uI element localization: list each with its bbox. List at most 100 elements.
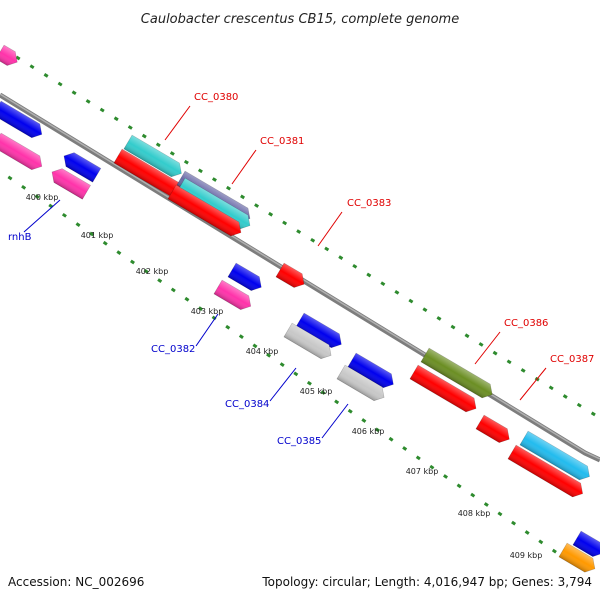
outer-tick	[183, 159, 189, 165]
topology-text: Topology: circular; Length: 4,016,947 bp…	[261, 575, 592, 589]
gene-labels: CC_0380CC_0381CC_0383CC_0386CC_0387rnhBC…	[8, 92, 594, 447]
gene-label-CC_0381: CC_0381	[260, 136, 304, 147]
outer-tick	[197, 168, 203, 174]
inner-tick	[7, 175, 13, 181]
gene-label-CC_0383: CC_0383	[347, 198, 391, 209]
feature-arrow-magenta	[51, 168, 91, 200]
inner-tick	[334, 399, 340, 405]
outer-tick	[43, 73, 49, 78]
inner-tick	[497, 511, 503, 517]
inner-tick	[456, 483, 462, 489]
outer-tick	[141, 133, 147, 139]
kbp-label: 405 kbp	[300, 387, 333, 396]
inner-tick	[75, 222, 81, 228]
inner-tick	[511, 520, 517, 526]
inner-tick	[415, 455, 421, 461]
outer-tick	[268, 211, 274, 217]
gene-label-leader	[164, 105, 191, 141]
inner-tick	[143, 268, 149, 274]
outer-tick	[352, 263, 358, 269]
feature-arrow-orange	[558, 542, 596, 573]
outer-tick	[296, 229, 302, 234]
outer-tick	[155, 142, 161, 148]
inner-tick	[361, 418, 367, 423]
gene-label-CC_0380: CC_0380	[194, 92, 238, 103]
outer-tick	[57, 81, 63, 87]
kbp-label: 402 kbp	[136, 267, 169, 276]
outer-tick	[29, 64, 35, 70]
outer-tick	[85, 99, 91, 104]
inner-tick	[320, 390, 326, 395]
feature-arrow-CC_0382	[213, 279, 252, 310]
kbp-label: 404 kbp	[246, 347, 279, 356]
outer-tick	[520, 368, 526, 373]
outer-tick	[492, 350, 498, 356]
inner-tick	[34, 194, 40, 200]
inner-tick	[388, 436, 394, 442]
outer-tick	[211, 177, 217, 182]
kbp-label: 401 kbp	[81, 231, 114, 240]
inner-tick	[61, 212, 67, 218]
feature-arrow-CC_0386	[420, 347, 493, 399]
inner-tick	[89, 231, 95, 237]
gene-label-leader	[195, 313, 219, 347]
feature-arrow-blue	[63, 152, 102, 183]
gene-label-CC_0382: CC_0382	[151, 344, 195, 355]
outer-tick	[113, 116, 119, 122]
outer-tick	[254, 203, 260, 208]
feature-arrow-blue	[0, 100, 43, 139]
feature-arrow-CC_0384	[283, 322, 332, 360]
kbp-label: 408 kbp	[458, 509, 491, 518]
inner-tick	[252, 343, 258, 349]
outer-tick	[394, 290, 400, 295]
outer-tick	[366, 272, 372, 278]
gene-label-CC_0386: CC_0386	[504, 318, 548, 329]
inner-tick	[238, 334, 244, 339]
feature-arrow-magenta	[0, 132, 43, 171]
gene-label-CC_0385: CC_0385	[277, 436, 321, 447]
inner-tick	[116, 250, 122, 255]
kbp-label: 403 kbp	[191, 307, 224, 316]
kbp-label: 407 kbp	[406, 467, 439, 476]
feature-arrow-CC_0385	[336, 364, 385, 402]
outer-tick	[99, 107, 105, 113]
inner-tick	[443, 474, 449, 479]
inner-tick	[374, 427, 380, 433]
outer-tick	[127, 125, 133, 130]
inner-tick	[524, 530, 530, 535]
outer-tick	[576, 402, 582, 408]
inner-tick-track	[7, 175, 557, 554]
outer-tick	[225, 185, 231, 191]
outer-tick	[282, 220, 288, 226]
outer-tick	[506, 359, 512, 365]
feature-arrow-CC_0380	[123, 134, 182, 178]
feature-arrow-CC_0387	[519, 430, 590, 481]
outer-tick	[464, 333, 470, 339]
inner-tick	[279, 362, 285, 367]
outer-tick	[562, 394, 568, 399]
gene-label-leader	[269, 367, 297, 402]
gene-label-leader	[23, 199, 61, 233]
feature-track	[0, 44, 600, 573]
feature-arrow-magenta	[0, 44, 18, 66]
inner-tick	[306, 380, 312, 386]
inner-tick	[402, 446, 408, 451]
inner-tick	[170, 287, 176, 293]
feature-arrow-CC_0381	[167, 184, 242, 237]
outer-tick	[338, 255, 344, 260]
gene-label-rnhB: rnhB	[8, 232, 32, 243]
inner-tick	[198, 306, 204, 311]
feature-arrow-CC_0386	[475, 414, 510, 443]
gene-label-CC_0384: CC_0384	[225, 399, 269, 410]
outer-tick	[478, 342, 484, 347]
gene-label-leader	[321, 403, 349, 439]
accession-text: Accession: NC_002696	[8, 575, 144, 589]
inner-tick	[429, 464, 435, 470]
inner-tick	[184, 296, 190, 302]
feature-arrow-blue	[572, 530, 600, 557]
inner-tick	[225, 324, 231, 330]
inner-tick	[538, 539, 544, 545]
outer-tick	[324, 246, 330, 252]
